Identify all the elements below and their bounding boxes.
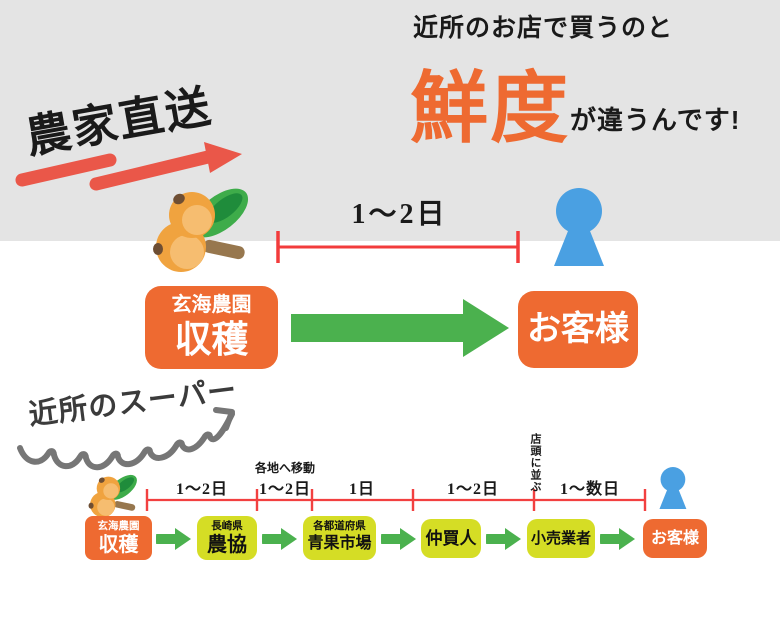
- step-market-box: 各都道府県 青果市場: [303, 516, 376, 560]
- customer-person-icon: [554, 188, 604, 266]
- customer-box: お客様: [518, 291, 638, 368]
- farm-name: 玄海農園: [171, 294, 252, 316]
- timeline-seg2-label: 1〜2日: [258, 481, 311, 498]
- direct-duration-label: 1〜2日: [351, 199, 448, 230]
- step-jacoop-title: 長崎県: [211, 520, 243, 532]
- freshness-highlight: 鮮度: [410, 64, 571, 152]
- flow-arrow-icon: [262, 528, 297, 550]
- flow-arrow-icon: [156, 528, 191, 550]
- step-jacoop-label: 農協: [207, 533, 247, 556]
- supermarket-band: [0, 0, 780, 241]
- timeline-seg3-label: 1日: [348, 481, 375, 498]
- step-retailer-label: 小売業者: [530, 530, 591, 547]
- timeline-seg5-label: 1〜数日: [559, 481, 620, 498]
- timeline-seg4-label: 1〜2日: [446, 481, 499, 498]
- step-market-label: 青果市場: [307, 534, 372, 552]
- step-retailer-box: 小売業者: [527, 519, 595, 558]
- loquat-fruit-icon: [153, 188, 249, 272]
- step-middleman-box: 仲買人: [421, 519, 481, 558]
- step-middleman-label: 仲買人: [425, 529, 477, 548]
- red-measure-line: [276, 231, 520, 263]
- header-line2: が違うんです!: [570, 105, 741, 135]
- timeline-shelf-note: 店頭に並ぶ: [529, 433, 541, 493]
- step-jacoop-box: 長崎県 農協: [197, 516, 257, 560]
- flow-arrow-icon: [486, 528, 521, 550]
- header-line1: 近所のお店で買うのと: [413, 14, 674, 42]
- step-harvest-box: 玄海農園 収穫: [85, 516, 152, 560]
- flow-arrow-icon: [600, 528, 635, 550]
- step-market-title: 各都道府県: [313, 520, 366, 532]
- harvest-label: 収穫: [174, 319, 249, 360]
- step-harvest-title: 玄海農園: [97, 520, 140, 532]
- big-flow-arrow-icon: [291, 299, 509, 357]
- customer-label: お客様: [527, 310, 629, 348]
- gray-squiggle-arrow-icon: [17, 407, 235, 471]
- timeline-seg2-note: 各地へ移動: [254, 461, 315, 475]
- customer-person-small-icon: [659, 467, 687, 509]
- harvest-box: 玄海農園 収穫: [145, 286, 278, 369]
- step-customer-box: お客様: [643, 519, 707, 558]
- step-harvest-label: 収穫: [98, 533, 139, 556]
- loquat-fruit-small-icon: [88, 474, 137, 518]
- timeline-seg1-label: 1〜2日: [175, 481, 228, 498]
- timeline-ruler: [145, 489, 647, 511]
- red-zigzag-arrow-icon: [15, 142, 242, 191]
- flow-arrow-icon: [381, 528, 416, 550]
- step-customer-label: お客様: [650, 530, 699, 547]
